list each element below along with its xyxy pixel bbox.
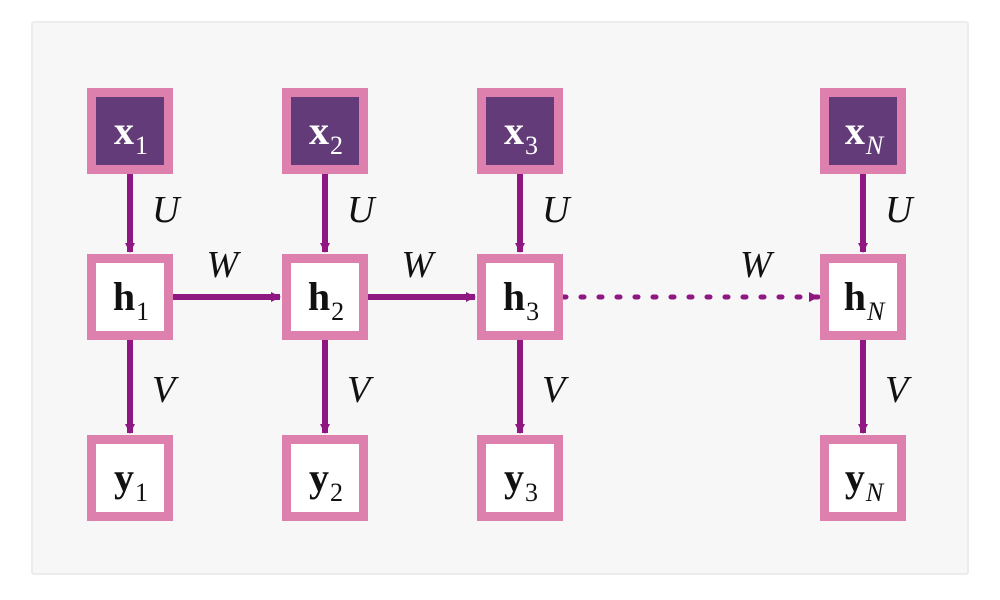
hidden-node-2: h2	[282, 254, 368, 340]
weight-V-label-1: V	[152, 369, 179, 411]
hidden-label: hN	[844, 274, 886, 326]
output-node-1: y1	[87, 435, 173, 521]
output-label: y3	[504, 455, 538, 507]
input-box	[820, 88, 906, 174]
output-symbol: y	[309, 455, 329, 500]
input-subscript: 3	[525, 131, 538, 160]
weight-W-label-2: W	[207, 244, 242, 286]
input-box	[477, 88, 563, 174]
input-node-3: x3	[477, 88, 563, 174]
hidden-box	[820, 254, 906, 340]
input-box	[87, 88, 173, 174]
hidden-box	[282, 254, 368, 340]
output-symbol: y	[504, 455, 524, 500]
input-symbol: x	[114, 108, 134, 153]
output-node-3: y3	[477, 435, 563, 521]
input-label: xN	[845, 108, 885, 160]
output-subscript: 3	[525, 478, 538, 507]
input-label: x1	[114, 108, 148, 160]
input-label: x3	[504, 108, 538, 160]
hidden-subscript: 2	[331, 297, 344, 326]
input-subscript: 2	[330, 131, 343, 160]
weight-U-label-4: U	[885, 189, 915, 231]
output-symbol: y	[114, 455, 134, 500]
output-symbol: y	[845, 455, 865, 500]
output-box	[477, 435, 563, 521]
hidden-box	[87, 254, 173, 340]
output-subscript: 2	[330, 478, 343, 507]
input-node-1: x1	[87, 88, 173, 174]
input-subscript: 1	[135, 131, 148, 160]
input-symbol: x	[309, 108, 329, 153]
input-symbol: x	[504, 108, 524, 153]
hidden-label: h1	[113, 274, 149, 326]
weight-W-label-4: W	[740, 244, 775, 286]
output-node-4: yN	[820, 435, 906, 521]
input-node-4: xN	[820, 88, 906, 174]
weight-V-label-2: V	[347, 369, 374, 411]
weight-U-label-3: U	[542, 189, 572, 231]
hidden-symbol: h	[503, 274, 525, 319]
output-box	[282, 435, 368, 521]
hidden-node-3: h3	[477, 254, 563, 340]
output-subscript: 1	[135, 478, 148, 507]
hidden-symbol: h	[844, 274, 866, 319]
input-symbol: x	[845, 108, 865, 153]
input-label: x2	[309, 108, 343, 160]
input-node-2: x2	[282, 88, 368, 174]
hidden-label: h3	[503, 274, 539, 326]
hidden-box	[477, 254, 563, 340]
output-label: y2	[309, 455, 343, 507]
output-box	[87, 435, 173, 521]
hidden-label: h2	[308, 274, 344, 326]
weight-U-label-1: U	[152, 189, 182, 231]
hidden-subscript: 1	[136, 297, 149, 326]
input-box	[282, 88, 368, 174]
weight-V-label-4: V	[885, 369, 912, 411]
weight-U-label-2: U	[347, 189, 377, 231]
output-subscript: N	[865, 478, 885, 507]
hidden-node-1: h1	[87, 254, 173, 340]
output-box	[820, 435, 906, 521]
output-node-2: y2	[282, 435, 368, 521]
hidden-symbol: h	[308, 274, 330, 319]
weight-W-label-3: W	[402, 244, 437, 286]
input-subscript: N	[865, 131, 885, 160]
output-label: yN	[845, 455, 885, 507]
hidden-node-4: hN	[820, 254, 906, 340]
hidden-subscript: N	[866, 297, 886, 326]
hidden-subscript: 3	[526, 297, 539, 326]
hidden-symbol: h	[113, 274, 135, 319]
output-label: y1	[114, 455, 148, 507]
weight-V-label-3: V	[542, 369, 569, 411]
